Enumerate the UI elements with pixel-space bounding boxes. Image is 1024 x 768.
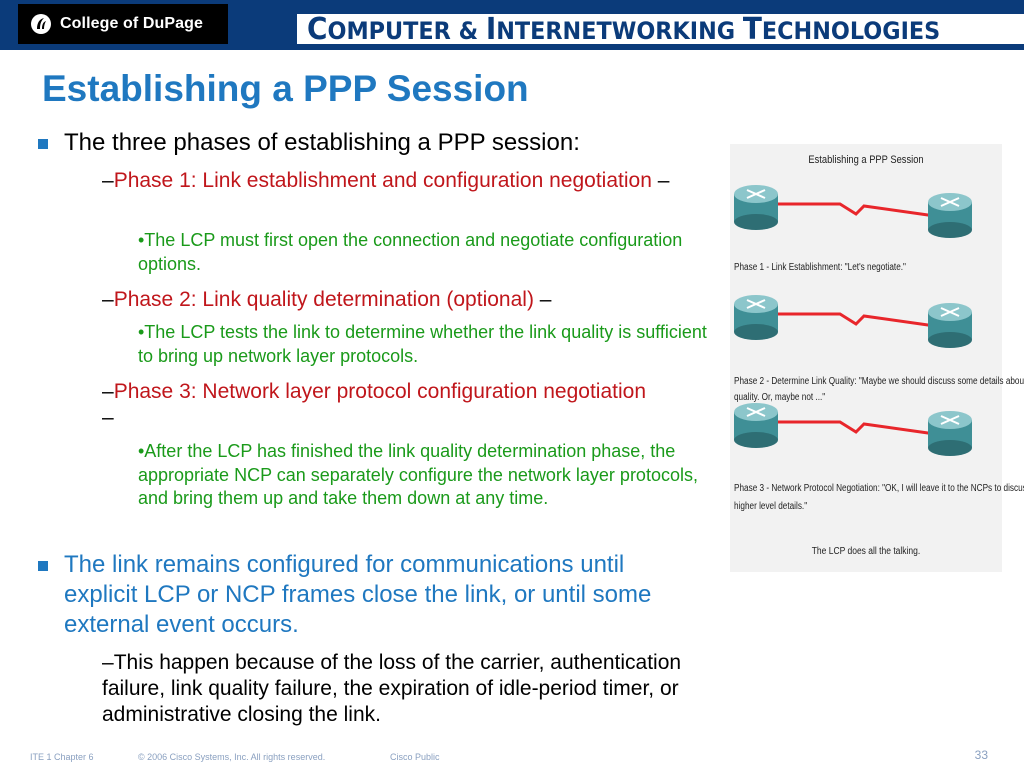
footer-classification: Cisco Public [390, 752, 440, 762]
diagram-footer: The LCP does all the talking. [811, 546, 921, 557]
department-banner-text: COMPUTER & INTERNETWORKING TECHNOLOGIES [307, 14, 941, 44]
phase2-detail: •The LCP tests the link to determine whe… [138, 322, 707, 366]
slide-title: Establishing a PPP Session [42, 68, 529, 109]
link-close-detail: –This happen because of the loss of the … [102, 651, 682, 726]
router-icon [734, 295, 778, 340]
college-logo: College of DuPage [18, 4, 228, 44]
serial-link-line [772, 420, 936, 436]
diagram-routers [734, 185, 972, 456]
footer-course: ITE 1 Chapter 6 [30, 752, 94, 762]
header-bar: College of DuPage COMPUTER & INTERNETWOR… [0, 0, 1024, 50]
bullet-marker [38, 561, 48, 571]
ppp-session-diagram: Establishing a PPP Session Phase 1 - Lin… [730, 144, 1024, 572]
college-logo-text: College of DuPage [60, 15, 204, 32]
phase1-heading: –Phase 1: Link establishment and configu… [102, 169, 670, 192]
phase1-caption: Phase 1 - Link Establishment: "Let's neg… [734, 262, 906, 273]
phase2-heading: –Phase 2: Link quality determination (op… [102, 288, 552, 311]
college-logo-icon [31, 14, 51, 34]
bullet-phases-intro: The three phases of establishing a PPP s… [64, 129, 580, 156]
router-icon [928, 193, 972, 238]
serial-link-line [772, 202, 936, 218]
phase3-caption-line1: Phase 3 - Network Protocol Negotiation: … [734, 483, 1024, 494]
footer-copyright: © 2006 Cisco Systems, Inc. All rights re… [138, 752, 326, 762]
bullet-marker [38, 139, 48, 149]
router-icon [928, 411, 972, 456]
phase2-caption-line2: quality. Or, maybe not ..." [734, 392, 826, 403]
diagram-title: Establishing a PPP Session [808, 154, 924, 166]
page-number: 33 [974, 748, 988, 762]
phase2-caption-line1: Phase 2 - Determine Link Quality: "Maybe… [734, 376, 1024, 387]
phase3-detail: •After the LCP has finished the link qua… [138, 441, 698, 508]
department-banner: COMPUTER & INTERNETWORKING TECHNOLOGIES [297, 14, 1024, 44]
router-icon [734, 185, 778, 230]
router-icon [928, 303, 972, 348]
serial-link-line [772, 312, 936, 328]
phase3-heading: –Phase 3: Network layer protocol configu… [102, 380, 646, 429]
router-icon [734, 403, 778, 448]
bullet-link-remains: The link remains configured for communic… [64, 551, 652, 638]
phase3-caption-line2: higher level details." [734, 501, 808, 512]
phase1-detail: •The LCP must first open the connection … [138, 230, 683, 274]
